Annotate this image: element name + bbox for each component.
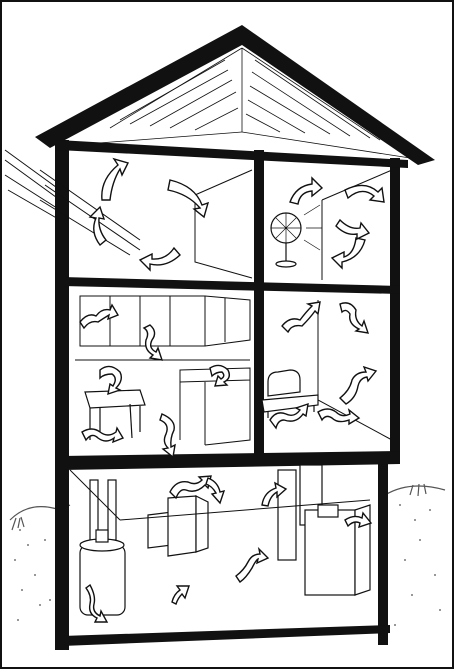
figure-stage bbox=[0, 0, 454, 669]
house-airflow-diagram bbox=[0, 0, 454, 669]
